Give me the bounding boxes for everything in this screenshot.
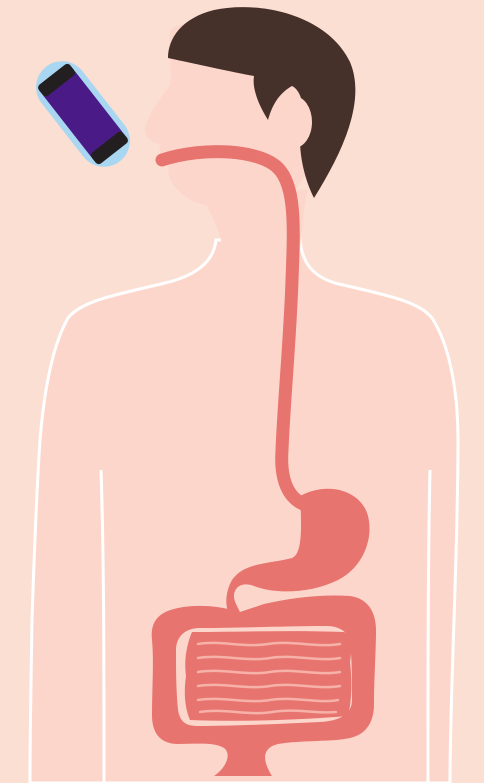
capsule-pill-icon: [26, 51, 141, 178]
ear: [276, 96, 312, 148]
